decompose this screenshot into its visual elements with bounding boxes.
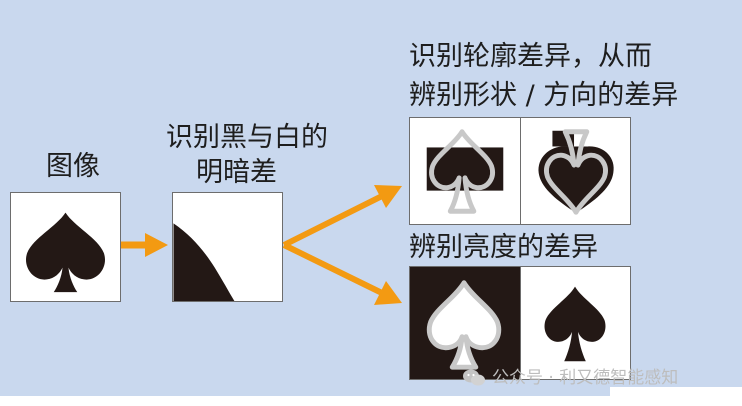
label-bw-line1: 识别黑与白的: [166, 122, 328, 153]
contour-panel-right: [520, 117, 631, 225]
contour-panel-left: [409, 117, 521, 225]
label-brightness: 辨别亮度的差异: [409, 232, 598, 263]
spade-outline-icon: [426, 129, 504, 214]
label-image: 图像: [46, 151, 100, 182]
watermark: 公众号 · 利又德智能感知: [462, 366, 678, 390]
black-spade-icon: [544, 286, 606, 362]
white-spade-icon: [426, 280, 502, 370]
bw-detection-panel: [172, 192, 283, 302]
bottom-white-strip: [610, 387, 742, 406]
dark-region-shape: [173, 223, 235, 301]
rotated-spade-outline-icon: [538, 129, 614, 215]
wechat-icon: [462, 368, 486, 388]
original-image-panel: [10, 192, 121, 302]
watermark-text: 公众号 · 利又德智能感知: [492, 368, 679, 388]
label-contour-line1: 识别轮廓差异，从而: [409, 41, 652, 72]
brightness-panel-left: [409, 266, 521, 380]
brightness-panel-right: [520, 266, 631, 380]
spade-icon: [26, 212, 105, 293]
label-bw-line2: 明暗差: [196, 157, 277, 188]
label-contour-line2: 辨别形状 / 方向的差异: [409, 80, 679, 111]
